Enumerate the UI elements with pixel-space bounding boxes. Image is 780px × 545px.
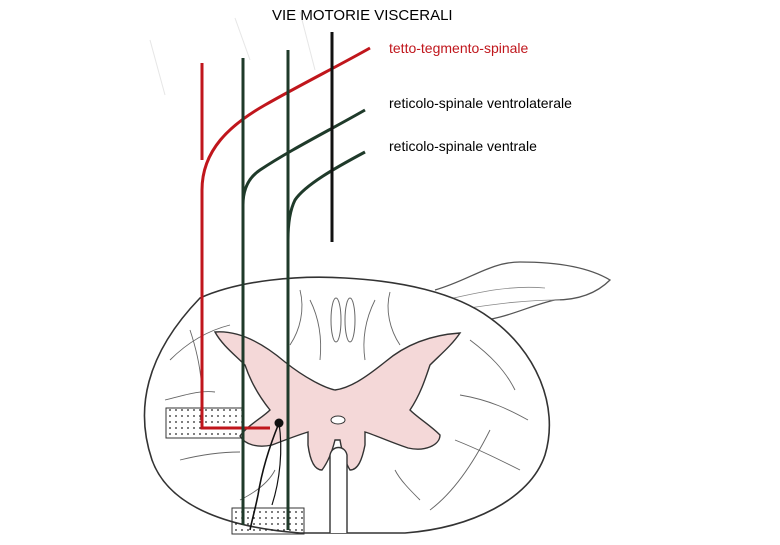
label-reticular-ventrolateral: reticolo-spinale ventrolaterale [389,95,572,111]
neuron-axon [249,422,280,531]
diagram-title: VIE MOTORIE VISCERALI [272,7,453,24]
label-reticular-ventral: reticolo-spinale ventrale [389,138,537,154]
nerve-root [434,261,612,323]
central-canal [330,415,346,425]
lateral-tract-area [165,407,245,439]
neuron-axon-2 [271,422,282,506]
background-sketch [149,11,316,96]
label-tectotegmental: tetto-tegmento-spinale [389,40,529,56]
dorsal-column-left [330,297,342,343]
tectotegmental-tract [200,46,371,430]
ventral-fissure [329,446,348,533]
dorsal-column-right [344,297,356,343]
